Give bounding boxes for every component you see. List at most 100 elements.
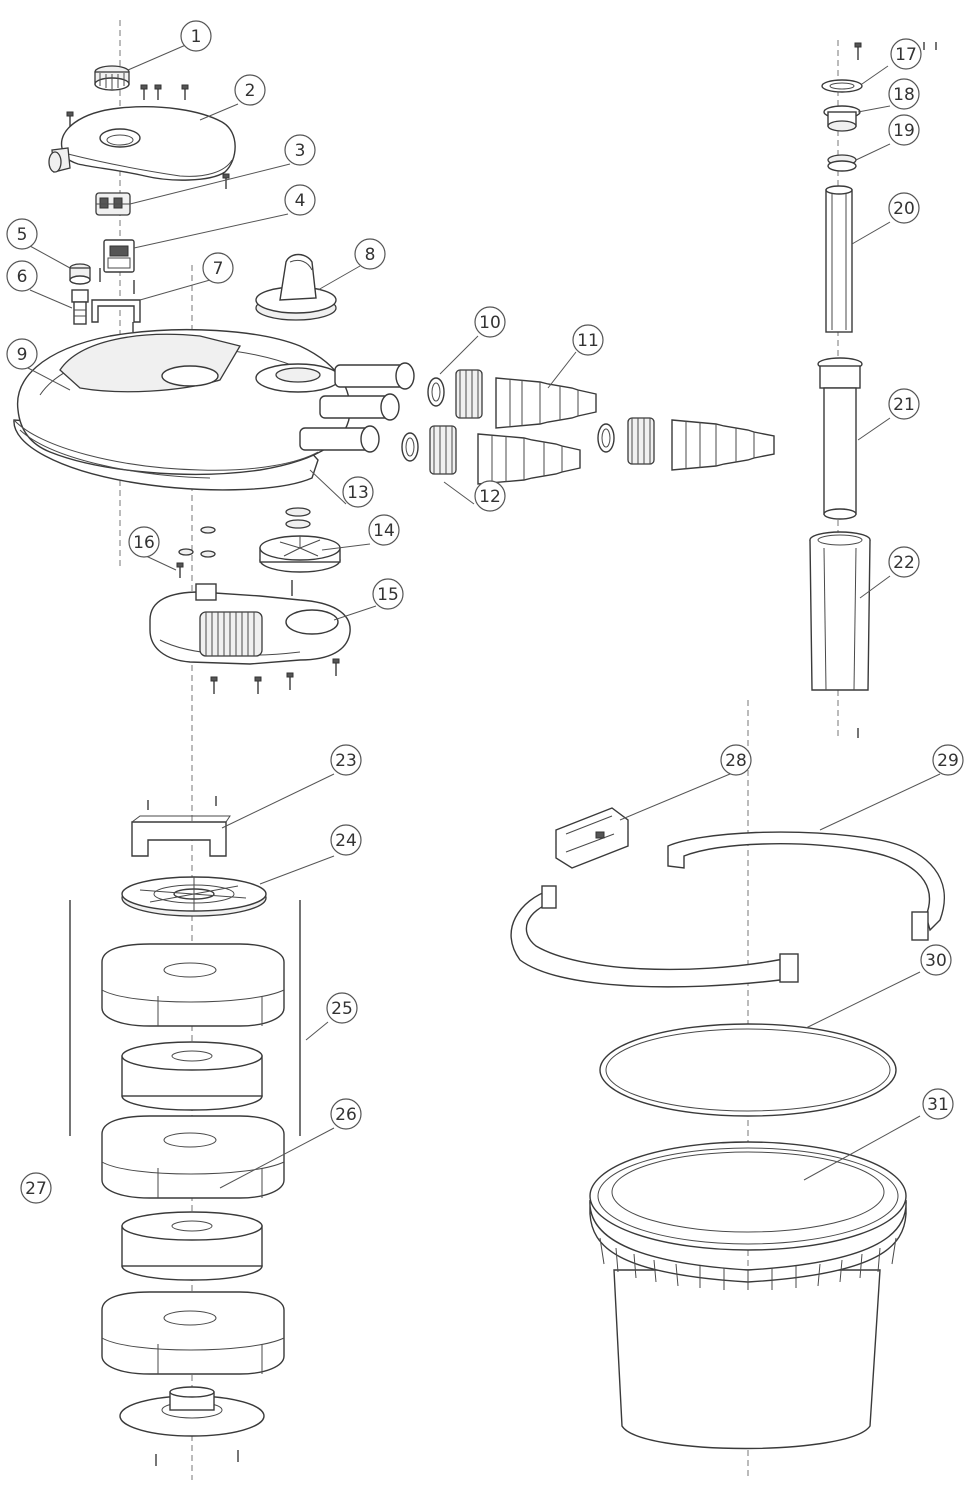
part-switch-housing — [103, 239, 135, 273]
part-quartz-sleeve — [817, 357, 863, 520]
callout-27: 27 — [20, 1172, 52, 1204]
part-uv-seal — [827, 154, 857, 172]
callout-26: 26 — [330, 1098, 362, 1130]
callout-circle — [932, 744, 964, 776]
callout-30: 30 — [920, 944, 952, 976]
part-support-rods — [69, 900, 301, 1136]
callout-number: 7 — [213, 259, 224, 279]
callout-number: 10 — [479, 313, 501, 333]
callout-5: 5 — [6, 218, 38, 250]
callout-circle — [888, 78, 920, 110]
callout-circle — [234, 74, 266, 106]
callout-number: 1 — [191, 27, 202, 47]
part-uv-cap — [823, 105, 861, 132]
callout-number: 11 — [577, 331, 599, 351]
part-spider-plate — [121, 876, 267, 917]
callout-number: 29 — [937, 751, 959, 771]
callout-circle — [330, 1098, 362, 1130]
callout-number: 27 — [25, 1179, 47, 1199]
callout-circle — [474, 480, 506, 512]
part-pump-housing — [149, 583, 351, 694]
part-hose-tails — [477, 377, 775, 485]
callout-circle — [128, 526, 160, 558]
callout-9: 9 — [6, 338, 38, 370]
callout-21: 21 — [888, 388, 920, 420]
callout-14: 14 — [368, 514, 400, 546]
callout-22: 22 — [888, 546, 920, 578]
callout-17: 17 — [890, 38, 922, 70]
callout-circle — [20, 1172, 52, 1204]
callout-number: 8 — [365, 245, 376, 265]
callout-number: 22 — [893, 553, 915, 573]
callout-number: 23 — [335, 751, 357, 771]
callout-circle — [6, 338, 38, 370]
callout-1: 1 — [180, 20, 212, 52]
callout-number: 28 — [725, 751, 747, 771]
part-main-lid — [13, 328, 415, 491]
callout-number: 24 — [335, 831, 357, 851]
callout-number: 17 — [895, 45, 917, 65]
callout-number: 20 — [893, 199, 915, 219]
part-connector — [71, 289, 89, 325]
callout-circle — [922, 1088, 954, 1120]
callout-circle — [342, 476, 374, 508]
callout-10: 10 — [474, 306, 506, 338]
part-knob — [94, 65, 130, 91]
callout-number: 16 — [133, 533, 155, 553]
callout-15: 15 — [372, 578, 404, 610]
callout-29: 29 — [932, 744, 964, 776]
callout-circle — [354, 238, 386, 270]
callout-circle — [372, 578, 404, 610]
callout-circle — [284, 184, 316, 216]
callout-circle — [720, 744, 752, 776]
callout-number: 25 — [331, 999, 353, 1019]
callout-number: 14 — [373, 521, 395, 541]
callout-circle — [474, 306, 506, 338]
part-nut — [69, 263, 101, 285]
callout-13: 13 — [342, 476, 374, 508]
callout-12: 12 — [474, 480, 506, 512]
part-bracket — [91, 280, 141, 332]
part-base-plate — [119, 1386, 265, 1466]
callout-number: 31 — [927, 1095, 949, 1115]
callout-number: 2 — [245, 81, 256, 101]
part-top-cover — [48, 106, 236, 181]
callout-circle — [6, 260, 38, 292]
callout-25: 25 — [326, 992, 358, 1024]
callout-number: 6 — [17, 267, 28, 287]
callout-circle — [888, 546, 920, 578]
callout-number: 13 — [347, 483, 369, 503]
part-oring-seal — [599, 1023, 897, 1117]
callout-31: 31 — [922, 1088, 954, 1120]
part-uv-housing — [809, 531, 871, 738]
callout-circle — [6, 218, 38, 250]
callout-number: 4 — [295, 191, 306, 211]
callout-18: 18 — [888, 78, 920, 110]
part-clamp-latch — [555, 807, 629, 869]
callout-circle — [180, 20, 212, 52]
callout-2: 2 — [234, 74, 266, 106]
part-foam-stack — [101, 943, 285, 1375]
part-union-nuts — [429, 369, 655, 475]
callout-number: 26 — [335, 1105, 357, 1125]
part-container — [589, 1141, 907, 1450]
callout-7: 7 — [202, 252, 234, 284]
part-o-rings — [401, 377, 615, 462]
callout-number: 9 — [17, 345, 28, 365]
part-uv-ring — [821, 79, 863, 93]
callout-number: 15 — [377, 585, 399, 605]
callout-circle — [368, 514, 400, 546]
callout-circle — [920, 944, 952, 976]
callout-19: 19 — [888, 114, 920, 146]
part-top-bracket — [131, 796, 231, 857]
callout-28: 28 — [720, 744, 752, 776]
part-handle-cap — [255, 253, 337, 321]
callout-11: 11 — [572, 324, 604, 356]
part-washers — [176, 526, 216, 578]
callout-8: 8 — [354, 238, 386, 270]
callout-20: 20 — [888, 192, 920, 224]
part-impeller-cover — [259, 507, 341, 596]
callout-circle — [202, 252, 234, 284]
